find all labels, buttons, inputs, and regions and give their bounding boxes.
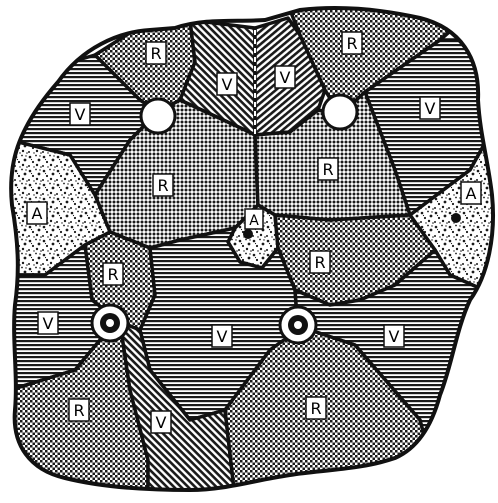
label-center-right: R (318, 158, 338, 180)
solid-dot-right (451, 213, 461, 223)
label-upper-left: V (70, 103, 90, 125)
label-text: V (217, 327, 228, 346)
label-text: V (222, 75, 233, 94)
label-text: R (310, 399, 321, 418)
label-top-center-left: V (217, 73, 237, 95)
label-top-center-right: V (275, 66, 295, 88)
label-text: V (156, 413, 167, 432)
label-text: R (107, 265, 118, 284)
label-text: R (346, 34, 357, 53)
label-text: R (150, 44, 161, 63)
label-bottom-left: R (69, 399, 89, 421)
label-mid-right: R (310, 251, 330, 273)
label-text: R (73, 401, 84, 420)
label-text: R (157, 176, 168, 195)
label-center-small: A (245, 209, 263, 229)
label-right-edge: A (461, 182, 481, 204)
label-text: V (43, 314, 54, 333)
label-mid-left-small: R (103, 263, 123, 285)
label-text: R (322, 160, 333, 179)
label-left-edge: A (27, 202, 47, 224)
hollow-node-top-left (141, 99, 175, 133)
label-bottom-left-center: V (151, 411, 171, 433)
label-lower-center: V (212, 325, 232, 347)
label-text: A (249, 213, 259, 229)
label-text: R (314, 253, 325, 272)
hollow-node-top-right (323, 95, 357, 129)
bullseye-node-bottom-right (280, 307, 316, 343)
label-top-left: R (146, 42, 166, 64)
label-text: V (425, 99, 436, 118)
label-lower-left: V (38, 312, 58, 334)
label-lower-right: V (384, 325, 404, 347)
label-top-right: R (342, 32, 362, 54)
label-text: V (280, 68, 291, 87)
label-upper-right: V (420, 97, 440, 119)
bullseye-node-bottom-left (92, 305, 128, 341)
label-bottom-right: R (306, 397, 326, 419)
label-text: V (389, 327, 400, 346)
label-text: A (466, 184, 477, 203)
label-text: V (75, 105, 86, 124)
label-text: A (32, 204, 43, 223)
label-center-left: R (153, 174, 173, 196)
solid-dot-center (243, 229, 253, 239)
